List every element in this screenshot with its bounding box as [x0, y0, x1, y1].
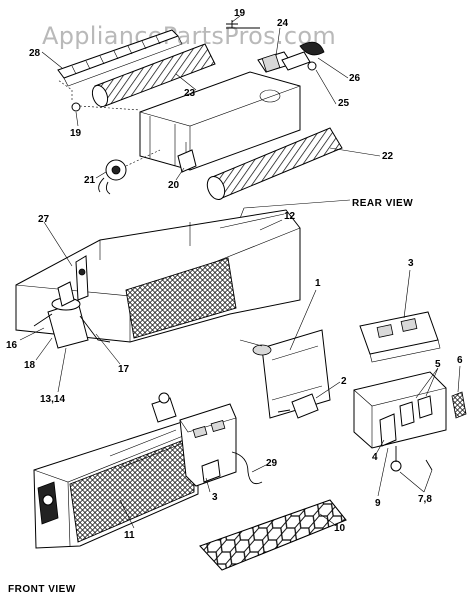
part-4-5-9-control-box [353, 367, 447, 497]
callout-labels: 19 24 28 26 23 25 19 22 21 20 REAR VIEW … [6, 8, 463, 595]
callout-1: 1 [315, 278, 321, 289]
part-25-clip [307, 61, 317, 71]
callout-10: 10 [334, 523, 346, 534]
callout-6: 6 [457, 355, 463, 366]
callout-22: 22 [382, 151, 394, 162]
callout-19-top: 19 [234, 8, 246, 19]
callout-19-left: 19 [70, 128, 82, 139]
part-11-front-chassis [33, 421, 199, 549]
callout-12: 12 [284, 211, 296, 222]
part-13-14-compressor [33, 281, 111, 349]
rear-leader-lines [41, 15, 381, 181]
front-control-housing [151, 392, 237, 487]
rear-view-label: REAR VIEW [352, 198, 413, 209]
part-6-connector [451, 365, 467, 419]
part-29-power-cord [231, 451, 269, 485]
front-view-label: FRONT VIEW [8, 584, 76, 595]
part-27-bracket [75, 255, 89, 301]
callout-27: 27 [38, 214, 50, 225]
part-21-fan-motor [98, 149, 161, 195]
part-19-screw-left [57, 79, 141, 112]
callout-5: 5 [435, 359, 441, 370]
part-28-fan-guard [57, 29, 183, 87]
part-3-control-panel [359, 269, 441, 363]
callout-3-top: 3 [408, 258, 414, 269]
callout-3-front: 3 [212, 492, 218, 503]
chassis-leader-lines [19, 219, 283, 393]
callout-9: 9 [375, 498, 381, 509]
callout-26: 26 [349, 73, 361, 84]
part-19-screw-top [226, 20, 260, 29]
callout-20: 20 [168, 180, 180, 191]
callout-21: 21 [84, 175, 96, 186]
callout-16: 16 [6, 340, 18, 351]
callout-17: 17 [118, 364, 130, 375]
part-10-front-grille [199, 499, 347, 571]
part-26-fan-blade [299, 41, 325, 56]
callout-24: 24 [277, 18, 289, 29]
callout-7-8: 7,8 [418, 494, 432, 505]
callout-23: 23 [184, 88, 196, 99]
callout-11: 11 [124, 530, 135, 541]
front-leader-lines [119, 477, 211, 529]
callout-28: 28 [29, 48, 41, 59]
callout-13-14: 13,14 [40, 394, 65, 405]
callout-18: 18 [24, 360, 36, 371]
part-23-blower-wheel [91, 43, 216, 108]
part-20-bracket [177, 142, 197, 173]
watermark-text: AppliancePartsPros.com [42, 22, 336, 50]
part-2-switch [277, 381, 341, 419]
callout-2: 2 [341, 376, 347, 387]
part-22-blower-wheel [206, 127, 343, 201]
callout-4: 4 [372, 452, 378, 463]
part-12-chassis [15, 209, 301, 343]
rear-view-assembly [41, 15, 381, 301]
callout-25: 25 [338, 98, 350, 109]
callout-29: 29 [266, 458, 278, 469]
housing-scroll [139, 51, 301, 171]
